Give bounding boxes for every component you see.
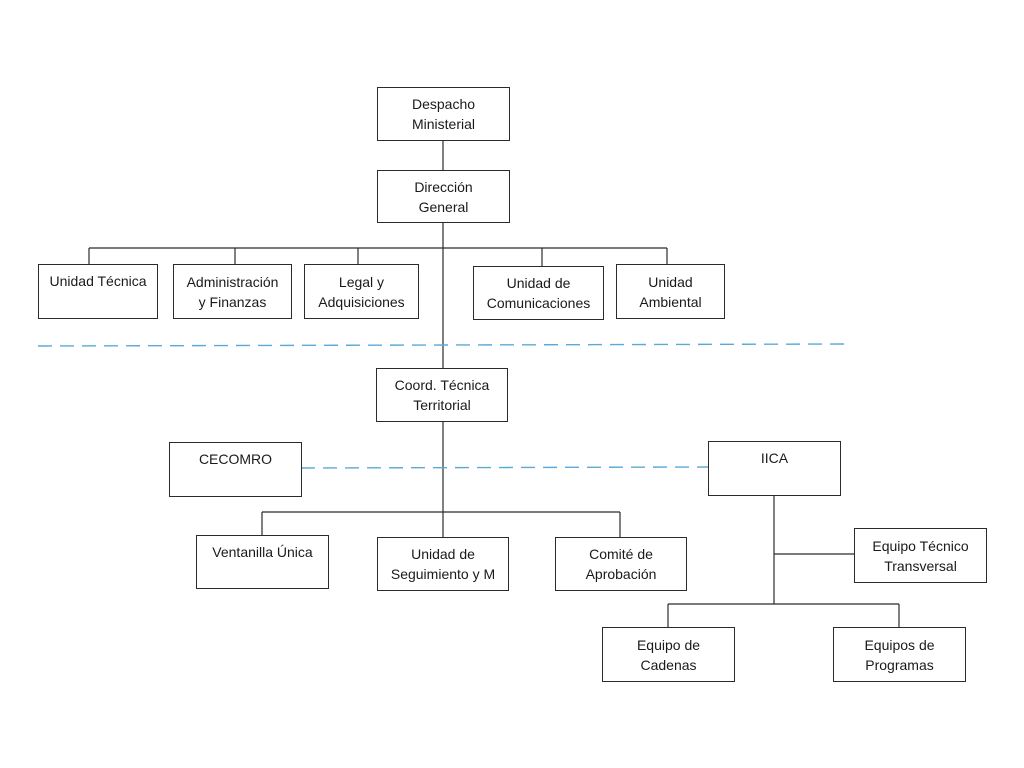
node-comite-aprobacion: Comité de Aprobación bbox=[555, 537, 687, 591]
node-iica: IICA bbox=[708, 441, 841, 496]
node-despacho-ministerial: Despacho Ministerial bbox=[377, 87, 510, 141]
node-equipos-programas: Equipos de Programas bbox=[833, 627, 966, 682]
cecomro-iica-dashed-link bbox=[300, 466, 710, 469]
node-legal-adquisiciones: Legal y Adquisiciones bbox=[304, 264, 419, 319]
node-equipo-cadenas: Equipo de Cadenas bbox=[602, 627, 735, 682]
node-equipo-tecnico-transversal: Equipo Técnico Transversal bbox=[854, 528, 987, 583]
node-unidad-seguimiento: Unidad de Seguimiento y M bbox=[377, 537, 509, 591]
node-ventanilla-unica: Ventanilla Única bbox=[196, 535, 329, 589]
level-separator-dashed bbox=[37, 343, 849, 347]
node-coord-tecnica-territorial: Coord. Técnica Territorial bbox=[376, 368, 508, 422]
node-unidad-comunicaciones: Unidad de Comunicaciones bbox=[473, 266, 604, 320]
node-unidad-ambiental: Unidad Ambiental bbox=[616, 264, 725, 319]
node-direccion-general: Dirección General bbox=[377, 170, 510, 223]
node-administracion-finanzas: Administración y Finanzas bbox=[173, 264, 292, 319]
node-unidad-tecnica: Unidad Técnica bbox=[38, 264, 158, 319]
node-cecomro: CECOMRO bbox=[169, 442, 302, 497]
